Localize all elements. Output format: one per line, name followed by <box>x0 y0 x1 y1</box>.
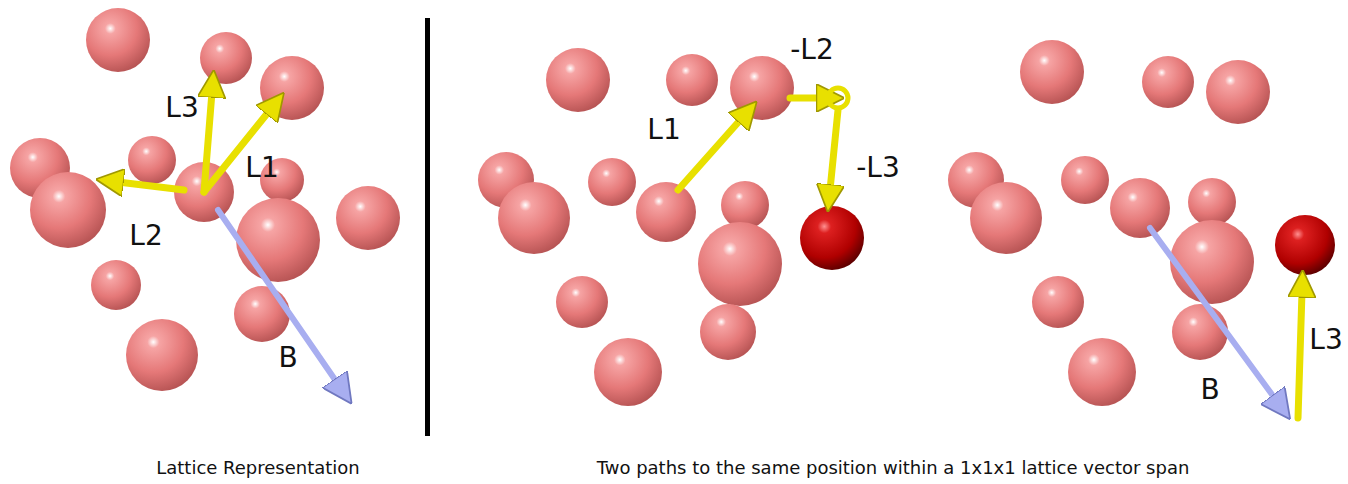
vector-label: L2 <box>129 222 162 250</box>
panel-caption: Two paths to the same position within a … <box>597 459 1190 477</box>
vector-label: L1 <box>245 154 278 182</box>
vector-label: L3 <box>165 94 198 122</box>
vector-label: L3 <box>1309 326 1342 354</box>
vector-label: L1 <box>647 116 680 144</box>
target-atoms <box>800 206 1335 275</box>
vector-label: -L3 <box>856 154 900 182</box>
vector-label: B <box>1200 376 1219 404</box>
panel-caption: Lattice Representation <box>156 459 360 477</box>
vector-label: B <box>278 344 297 372</box>
vector-label: -L2 <box>790 36 834 64</box>
panel-divider <box>425 18 430 436</box>
lattice-vectors <box>118 88 1302 418</box>
atom-spheres <box>10 8 1270 406</box>
